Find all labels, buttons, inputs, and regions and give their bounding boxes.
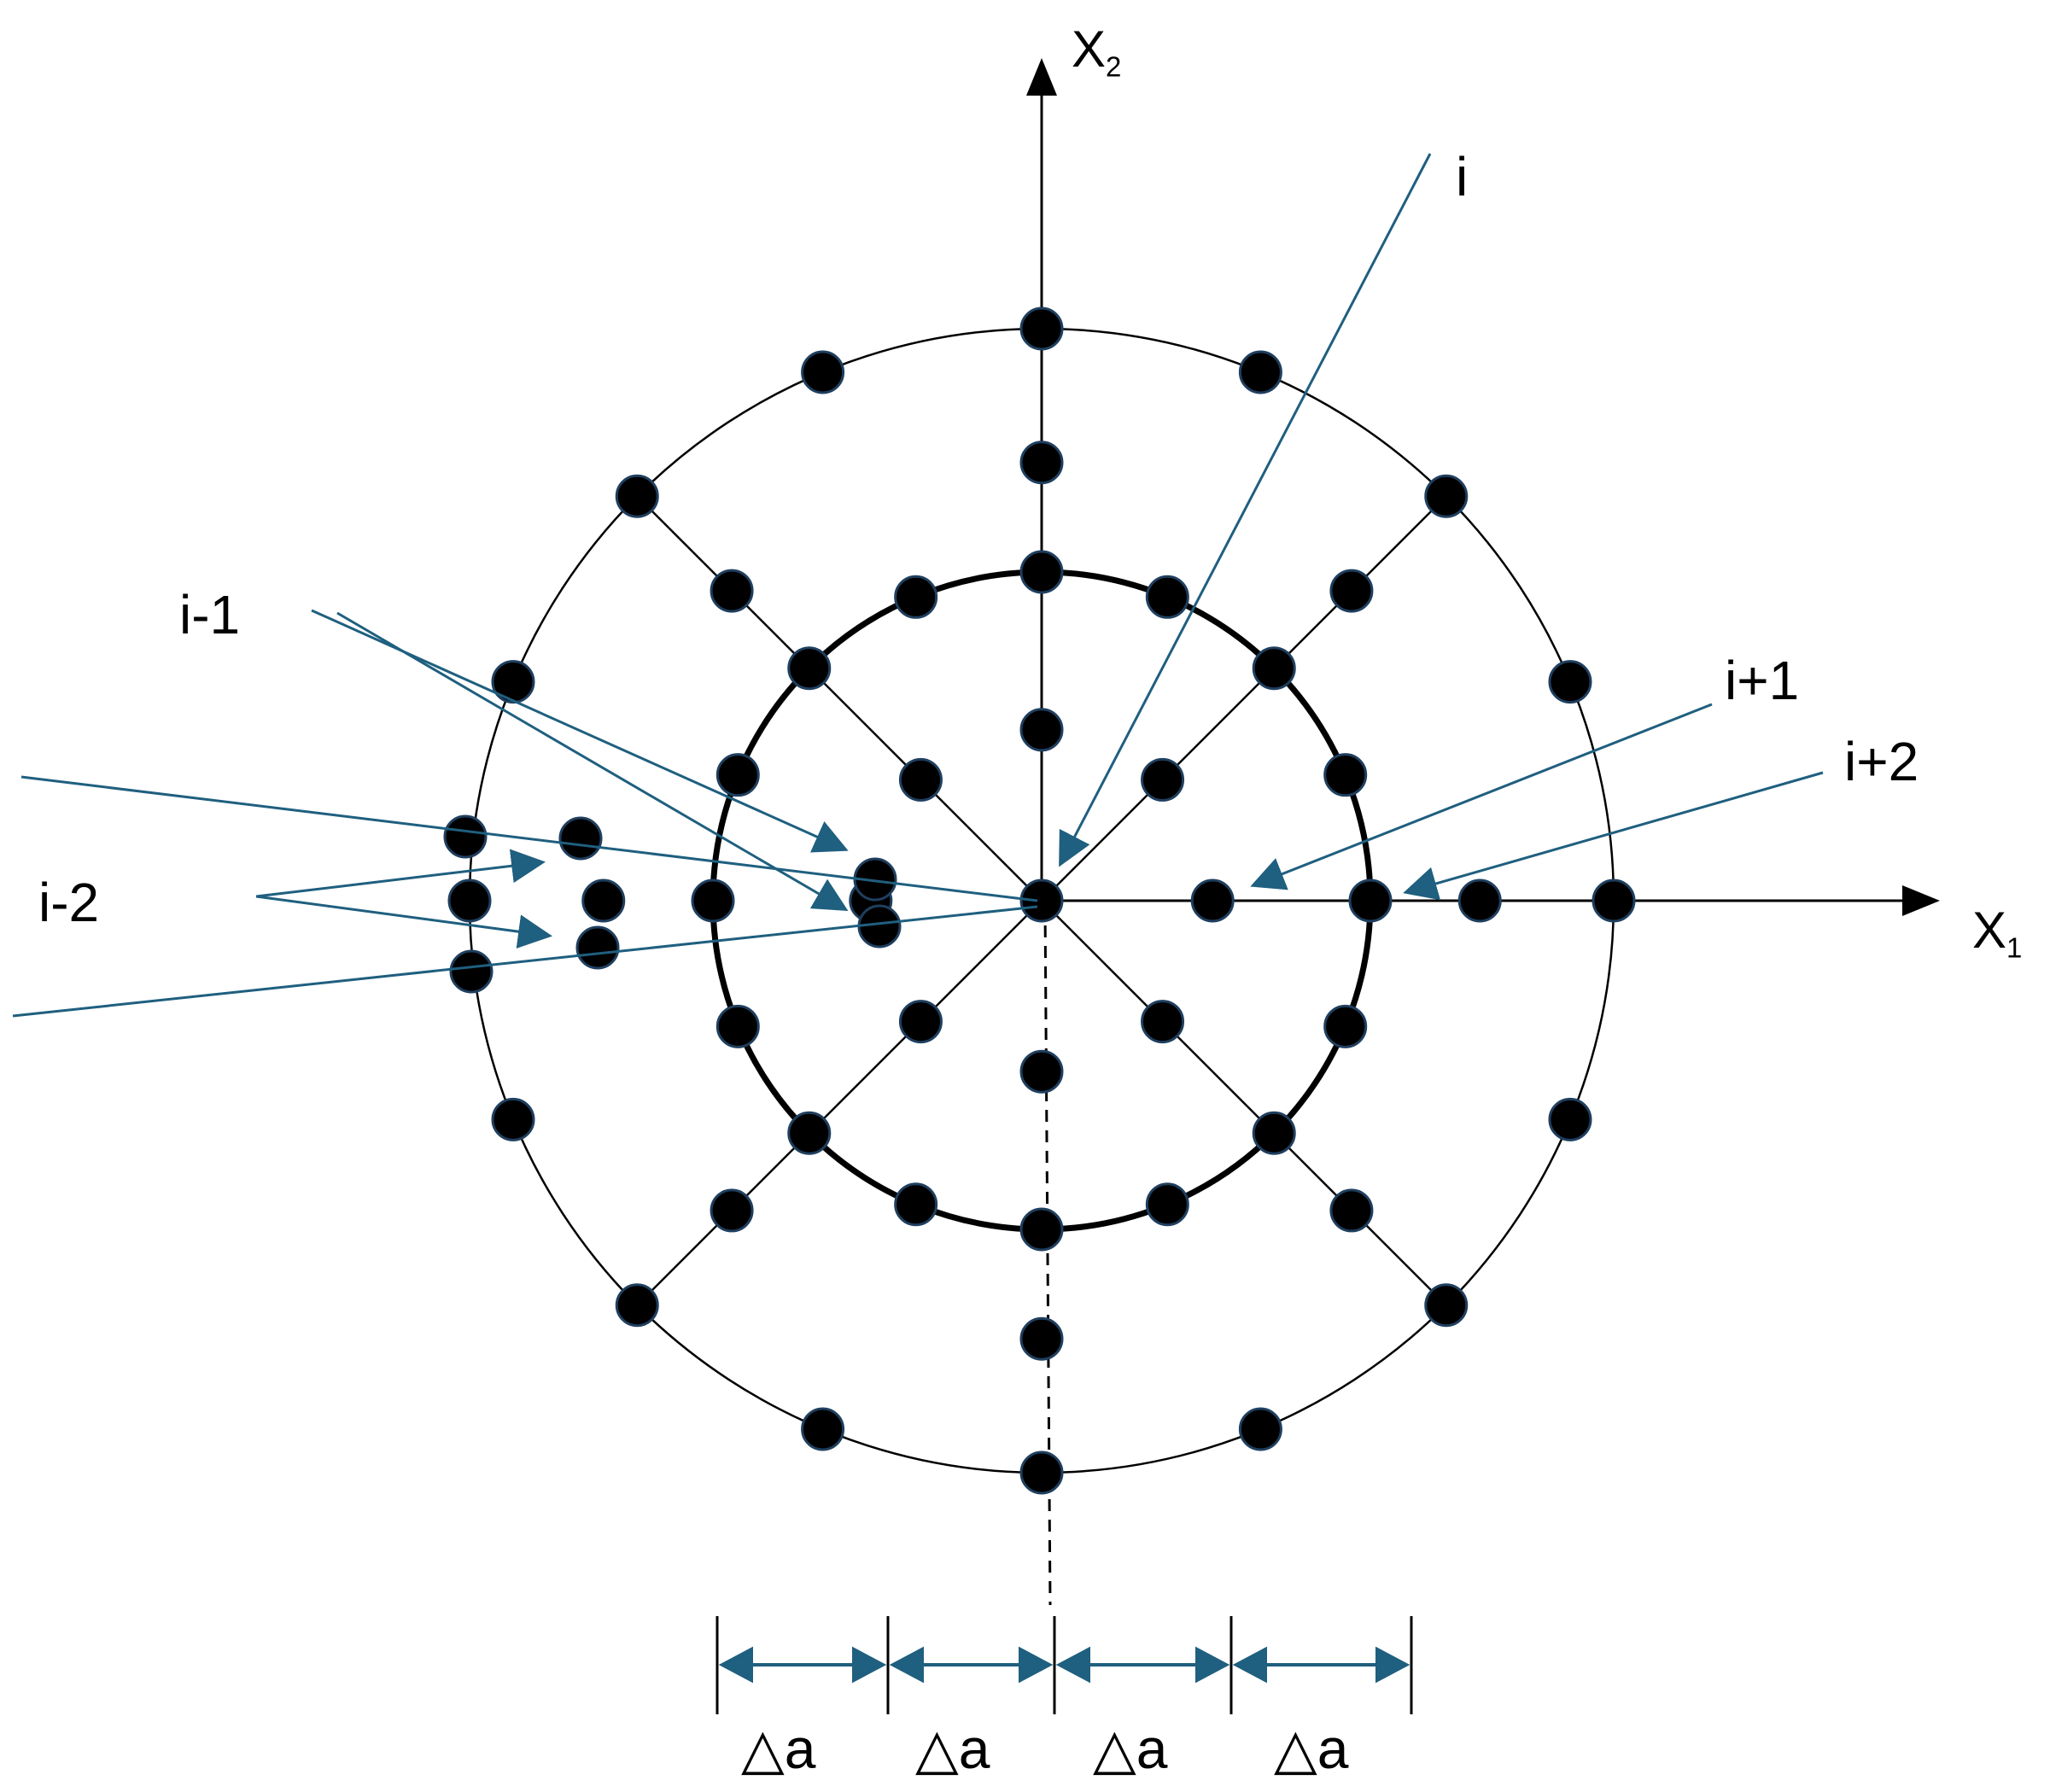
x2-axis-arrowhead — [1026, 58, 1057, 96]
grid-node-41 — [491, 660, 535, 704]
grid-node-26 — [1019, 1049, 1064, 1094]
x1-axis-label-sub: 1 — [2006, 931, 2023, 964]
x2-axis-label-main: X — [1072, 20, 1107, 78]
grid-node-3 — [1348, 878, 1393, 923]
grid-node-35 — [1548, 660, 1592, 704]
grid-node-15 — [787, 646, 832, 691]
grid-node-46 — [1145, 1182, 1189, 1227]
grid-node-47 — [1238, 1407, 1282, 1451]
grid-nodes — [443, 306, 1636, 1495]
grid-node-2 — [1190, 878, 1235, 923]
label-i-plus-1: i+1 — [1725, 650, 1800, 711]
spacing-label-3: △a — [1093, 1717, 1168, 1780]
grid-node-9 — [1424, 474, 1469, 518]
grid-node-19 — [691, 878, 735, 923]
grid-node-22 — [898, 1000, 943, 1044]
negative-x2-dashed-line — [1043, 904, 1052, 1606]
arrow-i-minus-1-b — [336, 611, 849, 912]
grid-node-43 — [491, 1097, 535, 1141]
grid-node-28 — [1019, 1316, 1064, 1361]
grid-node-32 — [1329, 1188, 1374, 1233]
leader-lower — [12, 905, 1038, 1018]
arrow-i-minus-2-b — [255, 895, 552, 949]
radial-line-4 — [1041, 900, 1447, 1306]
grid-node-16 — [710, 569, 754, 613]
radial-line-2 — [636, 495, 1043, 902]
grid-node-29 — [1019, 1451, 1064, 1495]
grid-node-12 — [1019, 441, 1064, 485]
grid-node-33 — [1424, 1283, 1469, 1328]
grid-node-5 — [1592, 878, 1636, 923]
arrow-i-minus-1-a — [311, 609, 849, 853]
grid-node-4 — [1457, 878, 1502, 923]
grid-node-8 — [1329, 569, 1374, 613]
radial-line-3 — [636, 900, 1043, 1306]
grid-node-1 — [1019, 878, 1064, 923]
grid-node-53 — [575, 925, 620, 970]
grid-node-30 — [1141, 1000, 1185, 1044]
grid-node-55 — [449, 949, 494, 994]
grid-node-17 — [615, 474, 659, 518]
annotation-arrows — [12, 153, 1824, 1018]
grid-node-40 — [715, 753, 760, 797]
grid-node-42 — [715, 1004, 760, 1048]
arrow-i-minus-2-a — [255, 849, 546, 898]
grid-node-44 — [894, 1182, 938, 1227]
x1-axis-label: X1 — [1972, 905, 2022, 962]
x2-axis-label-sub: 2 — [1106, 50, 1122, 83]
grid-node-10 — [1019, 708, 1064, 752]
leader-upper — [20, 775, 1038, 902]
label-i-plus-2: i+2 — [1844, 731, 1919, 792]
grid-node-21 — [447, 878, 492, 923]
grid-node-25 — [615, 1283, 659, 1328]
x1-axis-label-main: X — [1972, 902, 2007, 959]
spacing-label-4: △a — [1274, 1717, 1349, 1780]
grid-node-7 — [1252, 646, 1296, 691]
grid-node-24 — [710, 1188, 754, 1233]
grid-node-23 — [787, 1111, 832, 1155]
label-i-minus-1: i-1 — [179, 584, 241, 645]
grid-node-45 — [801, 1407, 845, 1451]
arrow-i-plus-2 — [1403, 771, 1824, 901]
grid-node-49 — [1548, 1097, 1592, 1141]
x1-axis-arrowhead — [1902, 885, 1940, 916]
grid-node-6 — [1141, 757, 1185, 802]
grid-node-38 — [894, 575, 938, 619]
x2-axis-label: X2 — [1072, 24, 1121, 81]
grid-node-14 — [898, 757, 943, 802]
grid-node-52 — [558, 816, 603, 861]
radial-line-1 — [1041, 495, 1447, 902]
grid-node-39 — [801, 350, 845, 394]
grid-node-37 — [1238, 350, 1282, 394]
spacing-label-1: △a — [741, 1717, 816, 1780]
label-i: i — [1456, 146, 1469, 207]
radial-lines — [636, 495, 1447, 1306]
label-i-minus-2: i-2 — [38, 872, 100, 933]
arrow-i — [1059, 153, 1432, 867]
grid-node-13 — [1019, 306, 1064, 351]
grid-node-20 — [581, 878, 626, 923]
grid-node-36 — [1145, 575, 1189, 619]
grid-node-48 — [1323, 1004, 1368, 1048]
spacing-bracket — [715, 1616, 1413, 1714]
arrow-i-plus-1 — [1250, 703, 1713, 890]
spacing-label-2: △a — [915, 1717, 990, 1780]
grid-node-54 — [443, 814, 488, 859]
grid-node-27 — [1019, 1207, 1064, 1252]
grid-node-31 — [1252, 1111, 1296, 1155]
grid-node-34 — [1323, 753, 1368, 797]
grid-node-11 — [1019, 550, 1064, 594]
